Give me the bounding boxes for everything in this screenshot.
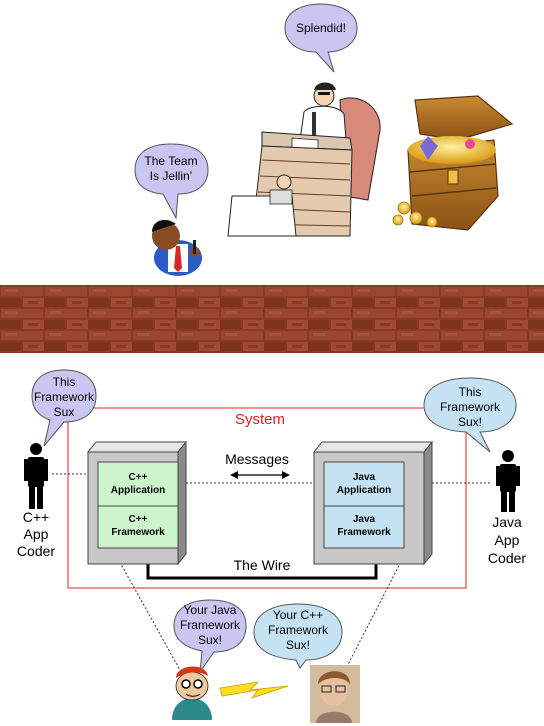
manager-speech-bubble: The Team Is Jellin’ bbox=[134, 143, 209, 220]
treasure-chest-illustration bbox=[392, 95, 514, 231]
wire-line bbox=[146, 552, 378, 580]
java-coder-speech-bubble: This Framework Sux! bbox=[423, 377, 517, 453]
right-dev-speech-bubble: Your C++ Framework Sux! bbox=[253, 603, 343, 669]
right-dev-bubble-line-1: Your C++ bbox=[273, 608, 323, 622]
java-application-line-2: Application bbox=[337, 485, 391, 496]
cpp-coder-stick-figure bbox=[24, 443, 48, 509]
lightning-bolt-icon bbox=[219, 681, 289, 699]
left-dev-bubble-line-2: Framework bbox=[180, 618, 241, 632]
cpp-framework-line-2: Framework bbox=[111, 527, 165, 538]
java-framework-line-1: Java bbox=[353, 514, 376, 525]
wire-label: The Wire bbox=[234, 557, 291, 573]
cpp-coder-bubble-line-2: Framework bbox=[34, 390, 95, 404]
java-node-box: Java Application Java Framework bbox=[312, 440, 434, 566]
cpp-application-box bbox=[97, 461, 179, 507]
cpp-framework-box bbox=[97, 505, 179, 549]
dotted-connectors bbox=[52, 473, 490, 681]
java-coder-bubble-line-3: Sux! bbox=[458, 415, 482, 429]
left-dev-bubble-line-3: Sux! bbox=[198, 633, 222, 647]
messages-arrow bbox=[230, 471, 290, 479]
right-dev-bubble-line-3: Sux! bbox=[286, 638, 310, 652]
right-developer-photo bbox=[310, 665, 360, 723]
cpp-application-line-1: C++ bbox=[129, 472, 148, 483]
cpp-coder-bubble-line-3: Sux bbox=[54, 405, 75, 419]
left-developer-illustration bbox=[172, 666, 212, 720]
manager-bubble-line-2: Is Jellin’ bbox=[150, 169, 193, 183]
java-coder-stick-figure bbox=[496, 450, 520, 512]
system-boundary bbox=[67, 407, 467, 589]
left-dev-bubble-line-1: Your Java bbox=[184, 603, 237, 617]
cpp-framework-line-1: C++ bbox=[129, 514, 148, 525]
java-coder-bubble-line-2: Framework bbox=[440, 400, 501, 414]
boss-bubble-text: Splendid! bbox=[296, 21, 346, 35]
left-dev-speech-bubble: Your Java Framework Sux! bbox=[173, 599, 247, 674]
cpp-coder-line-2: App bbox=[24, 526, 49, 542]
manager-bubble-line-1: The Team bbox=[144, 154, 197, 168]
manager-illustration bbox=[152, 219, 202, 276]
java-application-box bbox=[323, 461, 405, 507]
java-coder-line-3: Coder bbox=[488, 550, 526, 566]
cpp-coder-speech-bubble: This Framework Sux bbox=[31, 369, 97, 447]
java-coder-line-2: App bbox=[495, 532, 520, 548]
boss-at-desk-illustration bbox=[227, 82, 381, 237]
java-coder-line-1: Java bbox=[492, 514, 522, 530]
brick-wall bbox=[0, 285, 544, 353]
cpp-coder-line-3: Coder bbox=[17, 543, 55, 559]
java-framework-line-2: Framework bbox=[337, 527, 391, 538]
messages-label: Messages bbox=[225, 451, 289, 467]
system-label: System bbox=[235, 411, 285, 428]
cpp-coder-line-1: C++ bbox=[23, 509, 49, 525]
java-application-line-1: Java bbox=[353, 472, 376, 483]
right-dev-bubble-line-2: Framework bbox=[268, 623, 329, 637]
cpp-coder-bubble-line-1: This bbox=[53, 375, 76, 389]
cpp-node-box: C++ Application C++ Framework bbox=[86, 440, 188, 566]
boss-speech-bubble: Splendid! bbox=[284, 3, 358, 73]
java-framework-box bbox=[323, 505, 405, 549]
java-coder-bubble-line-1: This bbox=[459, 385, 482, 399]
cpp-application-line-2: Application bbox=[111, 485, 165, 496]
